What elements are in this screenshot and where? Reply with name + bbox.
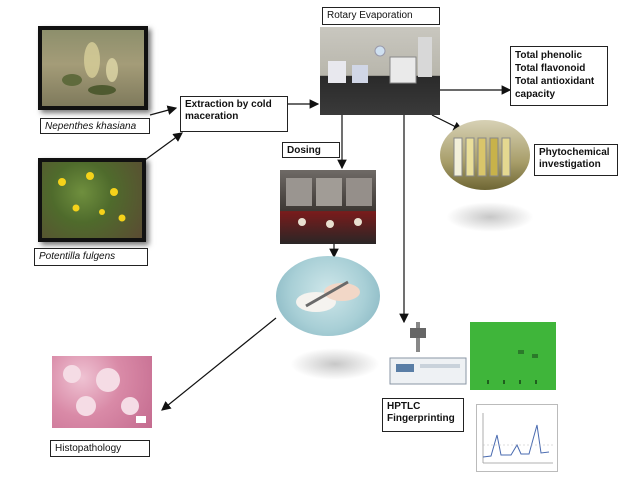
arrow-injection-to-histo [161, 317, 277, 411]
hptlc-label: HPTLC Fingerprinting [382, 398, 464, 432]
potentilla-label: Potentilla fulgens [34, 248, 148, 266]
lab-equipment-icon [328, 37, 432, 84]
chromatogram-trace-icon [482, 413, 553, 464]
tlc-bands-icon [487, 350, 538, 384]
test-tubes-icon [453, 137, 511, 177]
potentilla-photo [38, 158, 146, 242]
dosing-box: Dosing [282, 142, 340, 158]
syringe-icon [296, 280, 360, 312]
mice-cages-photo [280, 170, 376, 244]
totals-box: Total phenolic Total flavonoid Total ant… [510, 46, 608, 106]
totals-line-4: capacity [515, 89, 556, 100]
tissue-icon [63, 365, 146, 423]
nepenthes-label: Nepenthes khasiana [40, 118, 150, 134]
phytochemical-box: Phytochemical investigation [534, 144, 618, 176]
cage-icon [286, 178, 372, 228]
tlc-plate-photo [470, 322, 556, 390]
rotary-evaporation-label: Rotary Evaporation [322, 7, 440, 25]
arrow-nepenthes-to-extraction [149, 105, 178, 116]
hptlc-instrument-photo [388, 320, 468, 392]
extraction-box: Extraction by cold maceration [180, 96, 288, 132]
rotary-evaporator-photo [320, 27, 440, 115]
hptlc-chromatogram [476, 404, 558, 472]
totals-line-2: Total flavonoid [515, 63, 586, 74]
histopathology-photo [52, 356, 152, 428]
injection-shadow [290, 348, 380, 380]
instrument-icon [389, 322, 467, 385]
phytochemical-tubes-photo [440, 120, 530, 190]
plant-icon [62, 42, 118, 95]
totals-line-3: Total antioxidant [515, 76, 595, 87]
histopathology-label: Histopathology [50, 440, 150, 457]
totals-line-1: Total phenolic [515, 50, 583, 61]
injection-photo [276, 256, 380, 336]
phyto-shadow [446, 202, 534, 232]
flower-icon [58, 172, 126, 222]
arrow-potentilla-to-extraction [144, 132, 183, 161]
nepenthes-photo [38, 26, 148, 110]
